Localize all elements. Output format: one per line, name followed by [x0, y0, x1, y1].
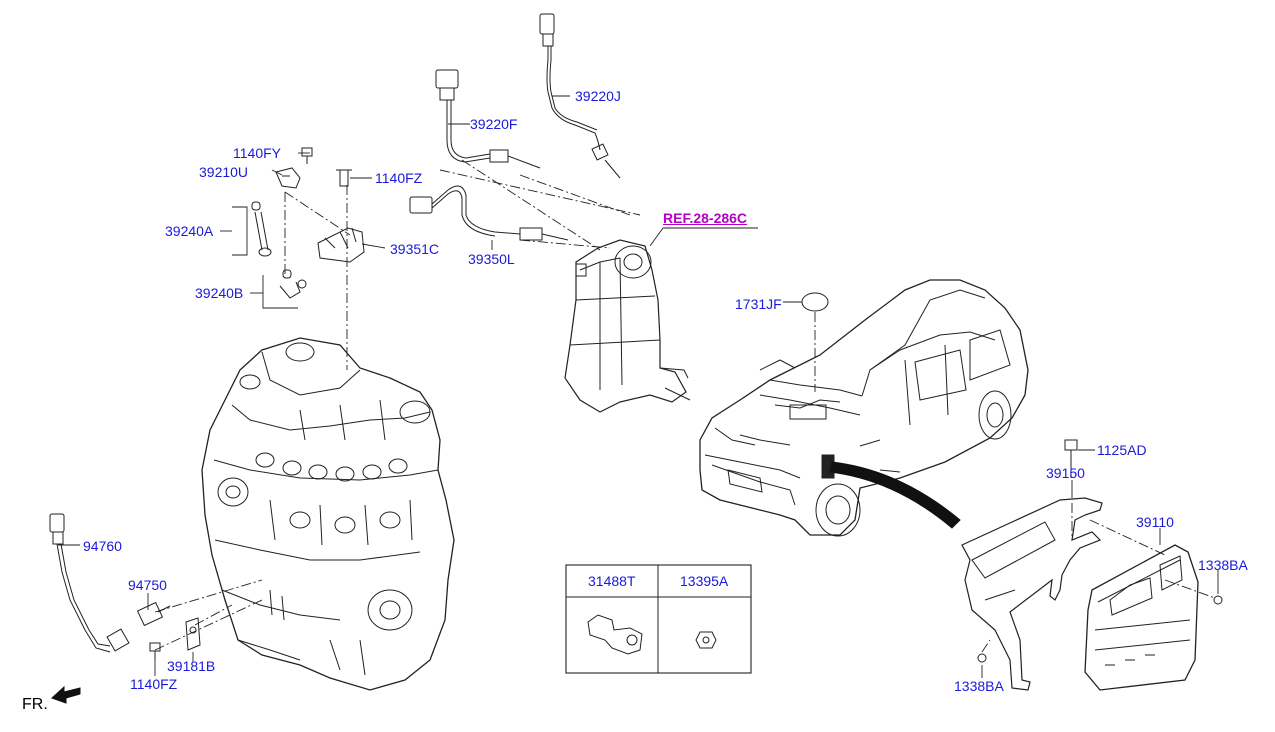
sensor-39220F: [435, 69, 541, 169]
label-39220J: 39220J: [575, 88, 621, 104]
ecu-39110: [1084, 544, 1199, 691]
label-1338BA-right: 1338BA: [1198, 557, 1248, 573]
engine-block: [201, 337, 455, 691]
grommet-1731JF: [801, 292, 829, 312]
leader-lines: [58, 95, 1219, 678]
catalytic-converter: [564, 239, 691, 413]
label-39240B: 39240B: [195, 285, 244, 301]
front-arrow-icon: [51, 685, 81, 704]
label-94760: 94760: [83, 538, 122, 554]
label-39110: 39110: [1136, 514, 1174, 530]
label-39350L: 39350L: [468, 251, 515, 267]
sensor-94760: [49, 513, 130, 653]
label-39240A: 39240A: [165, 223, 214, 239]
bolt-1140FY: [301, 147, 313, 164]
bolt-1140FZ-bottom: [149, 642, 161, 660]
label-front: FR.: [22, 696, 48, 713]
sensor-39220J: [539, 13, 621, 179]
bracket-39150: [961, 497, 1103, 691]
hose-39240A: [232, 201, 272, 257]
label-1140FZ-top: 1140FZ: [375, 170, 423, 186]
label-1140FY: 1140FY: [233, 145, 281, 161]
sensor-39350L: [409, 185, 569, 241]
inset-header-13395A: 13395A: [680, 573, 729, 589]
guide-lines: [154, 159, 1216, 653]
label-1731JF: 1731JF: [735, 296, 782, 312]
sensor-39210U: [275, 167, 301, 189]
label-1140FZ-bottom: 1140FZ: [130, 676, 178, 692]
label-39150: 39150: [1046, 465, 1085, 481]
nut-1338BA-right: [1213, 595, 1223, 605]
bracket-39181B: [185, 617, 201, 651]
label-ref-28-286C[interactable]: REF.28-286C: [663, 210, 748, 226]
bracket-39351C: [317, 169, 365, 263]
label-39351C: 39351C: [390, 241, 440, 257]
bolt-1125AD: [1064, 439, 1078, 478]
nut-1338BA-bottom: [977, 653, 987, 663]
hose-39240B: [262, 269, 307, 309]
vehicle-suv: [699, 279, 1029, 537]
label-39210U: 39210U: [199, 164, 249, 180]
label-94750: 94750: [128, 577, 167, 593]
label-1125AD: 1125AD: [1097, 442, 1147, 458]
sensor-94750: [136, 601, 171, 627]
arrow-to-ecu: [829, 461, 961, 529]
inset-header-31488T: 31488T: [588, 573, 636, 589]
label-1338BA-bottom: 1338BA: [954, 678, 1004, 694]
inset-table: [565, 564, 752, 674]
label-39181B: 39181B: [167, 658, 216, 674]
label-39220F: 39220F: [470, 116, 518, 132]
